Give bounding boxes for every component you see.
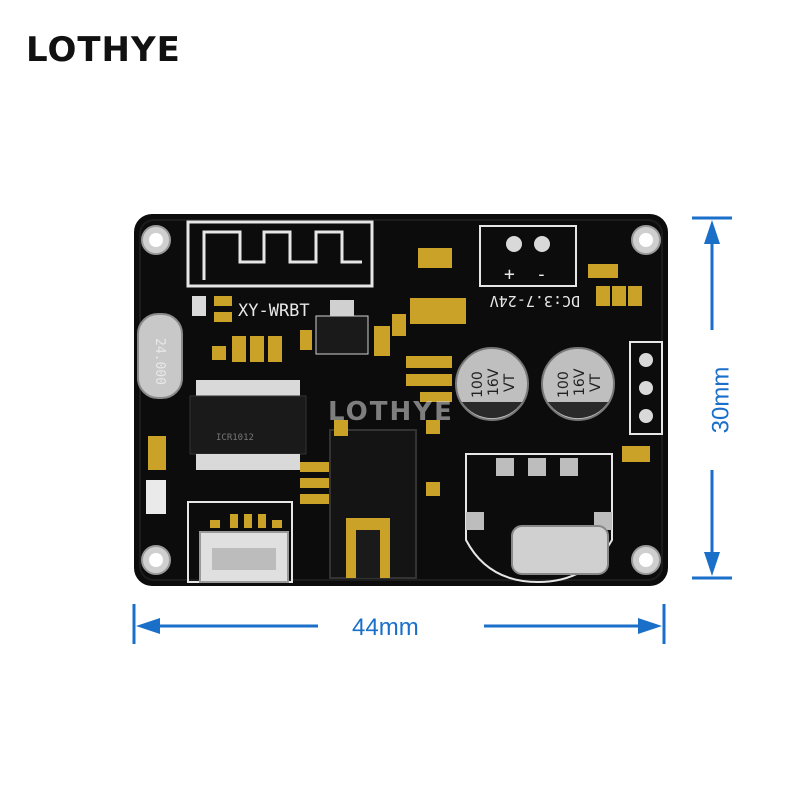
model-text: XY-WRBT [238,301,310,321]
ir-receiver [465,453,613,584]
svg-text:16V: 16V [486,368,502,396]
svg-text:VT: VT [502,373,518,392]
svg-text:16V: 16V [572,368,588,396]
voltage-regulator [315,315,369,355]
svg-text:+: + [504,264,515,285]
height-dimension [692,216,732,580]
capacitor: 100 16V VT [541,347,615,421]
main-ic: ICR1012 [189,380,307,470]
svg-text:100: 100 [470,371,486,398]
capacitor: 100 16V VT [455,347,529,421]
width-dimension [132,604,666,644]
svg-text:24.000: 24.000 [152,338,167,385]
smd-components [148,248,650,504]
mounting-hole [141,225,661,575]
height-label: 30mm [707,366,735,434]
voltage-text: DC:3.7-24V [490,292,580,310]
svg-text:-: - [536,264,547,285]
antenna-trace [186,220,374,288]
pin-header [629,341,663,435]
watermark: LOTHYE [328,397,454,427]
power-terminal: + - [479,225,577,287]
svg-text:100: 100 [556,371,572,398]
micro-usb-port [187,501,293,583]
svg-text:VT: VT [588,373,604,392]
pcb-board [134,214,668,586]
svg-text:ICR1012: ICR1012 [216,433,254,443]
brand-logo: LOTHYE [26,30,181,70]
crystal-oscillator: 24.000 [137,313,183,399]
width-label: 44mm [352,614,419,641]
audio-jack [329,420,440,579]
